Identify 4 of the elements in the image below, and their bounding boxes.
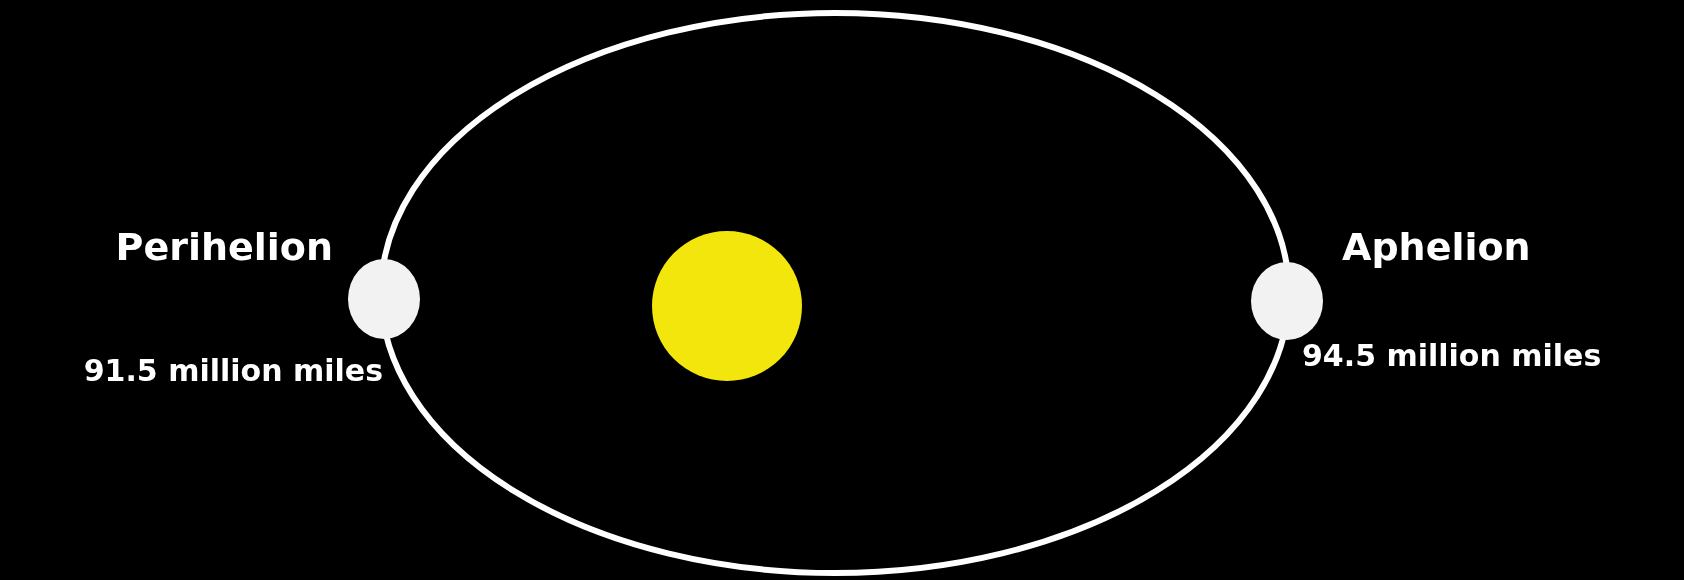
point-label: Perihelion: [115, 228, 333, 266]
point-label: Aphelion: [1342, 228, 1531, 266]
distance-label: 94.5 million miles: [1302, 341, 1602, 371]
distance-label: 91.5 million miles: [83, 356, 383, 386]
